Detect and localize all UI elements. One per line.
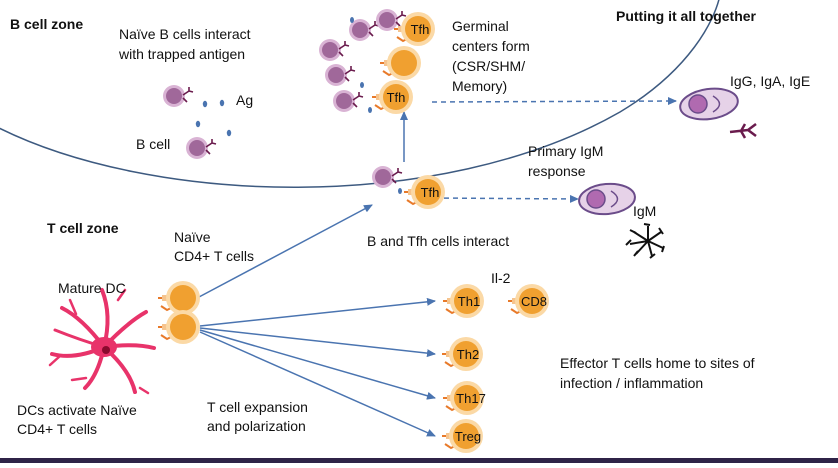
antigen-dot [226, 129, 232, 137]
t-cell-zone-label: T cell zone [47, 220, 119, 236]
tfh-label: Tfh [421, 185, 440, 200]
dashed-arrow-to-plasma-igm [434, 194, 579, 203]
tfh-label: Tfh [387, 90, 406, 105]
naive-cd4-label: Naïve CD4+ T cells [174, 229, 255, 264]
antigen-dot [350, 17, 354, 23]
th1-label: Th1 [458, 294, 480, 309]
antigen-dot [202, 100, 208, 108]
arrow-to-b-tfh [198, 204, 373, 298]
arrow-to-th1 [199, 297, 436, 327]
arrow-to-treg [199, 331, 436, 437]
t-expansion-label: T cell expansion and polarization [207, 399, 308, 434]
gc-b-cell [332, 89, 364, 113]
igm-label: IgM [633, 203, 657, 219]
mature-dendritic-cell [48, 288, 156, 395]
b-tfh-interact-label: B and Tfh cells interact [367, 233, 510, 249]
b-cell-zone-boundary [0, 0, 720, 188]
naive-b-cell [162, 84, 194, 108]
naive-b-cell [185, 136, 217, 160]
antigen-dot [398, 188, 402, 194]
tfh-label: Tfh [411, 22, 430, 37]
cd8-label: CD8 [521, 294, 547, 309]
b-cell-label: B cell [136, 136, 171, 152]
th17-label: Th17 [456, 391, 486, 406]
germinal-centers-label: Germinal centers form (CSR/SHM/ Memory) [452, 18, 530, 94]
plasma-cell-igg [679, 87, 739, 121]
tfh-cell-gc-2 [387, 46, 421, 80]
slide-bottom-bar [0, 458, 838, 463]
igg-iga-ige-label: IgG, IgA, IgE [730, 73, 811, 89]
antibody-igm-pentamer-icon [625, 223, 665, 259]
treg-label: Treg [455, 429, 481, 444]
naive-cd4-t-cell [166, 281, 200, 315]
slide-title: Putting it all together [616, 8, 756, 24]
antigen-dot [195, 120, 201, 128]
il2-label: Il-2 [491, 270, 511, 286]
ag-label: Ag [236, 92, 254, 108]
gc-b-cell [318, 38, 350, 62]
interacting-b-cell [371, 165, 403, 189]
b-cell-zone-label: B cell zone [10, 16, 84, 32]
plasma-cell-igm [578, 182, 636, 216]
antigen-dot [219, 99, 225, 107]
naive-b-interact-label: Naïve B cells interact with trapped anti… [119, 26, 251, 62]
naive-cd4-t-cell [166, 310, 200, 344]
primary-igm-label: Primary IgM response [528, 143, 604, 179]
gc-b-cell [324, 63, 356, 87]
antigen-dot [360, 82, 364, 88]
antigen-dot [368, 107, 372, 113]
th2-label: Th2 [457, 347, 479, 362]
gc-b-cell [348, 18, 380, 42]
arrow-to-th17 [199, 329, 436, 400]
dcs-activate-label: DCs activate Naïve CD4+ T cells [17, 402, 137, 437]
mature-dc-label: Mature DC [58, 280, 126, 296]
arrow-to-th2 [199, 327, 436, 358]
antibody-igg-icon [729, 123, 757, 139]
dashed-arrow-to-plasma-igg [431, 97, 677, 106]
effector-home-label: Effector T cells home to sites of infect… [560, 355, 755, 391]
